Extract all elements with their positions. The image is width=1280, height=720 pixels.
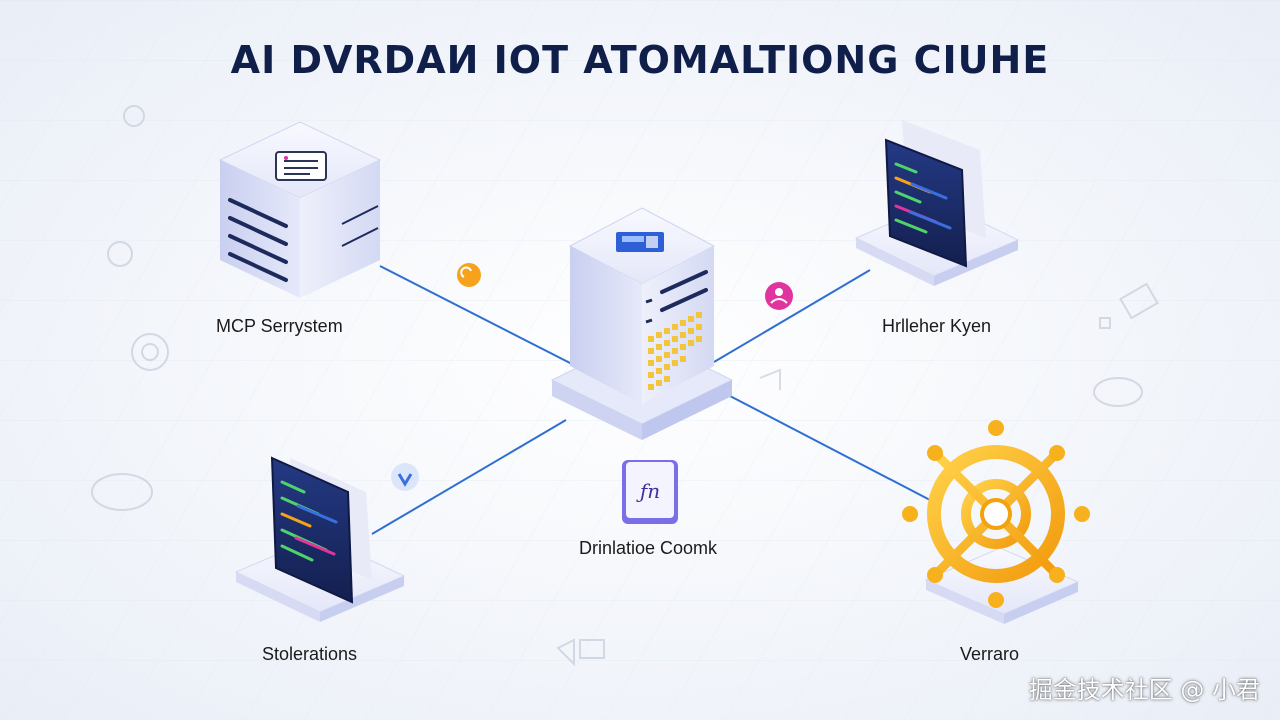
node-center-server (550, 207, 734, 440)
badge-blue (391, 463, 419, 491)
connector-bottom-right (729, 395, 931, 501)
label-top-right: Hrlleher Kyen (882, 316, 992, 336)
diagram-title: AI DVRDAИ IOT ATOMALTIONG CIUHE (230, 38, 1050, 82)
document-icon (275, 151, 327, 181)
node-top-left-server (218, 121, 382, 298)
connector-top-left (379, 265, 573, 365)
svg-text:ƒn: ƒn (636, 479, 660, 503)
label-top-left: MCP Serrystem (216, 316, 343, 336)
connector-top-right (713, 269, 871, 363)
node-bottom-left-monitor (234, 456, 406, 622)
decor-icons (91, 105, 1159, 667)
node-top-right-monitor (854, 120, 1020, 286)
label-bottom-left: Stolerations (262, 644, 358, 664)
badge-orange (457, 263, 481, 287)
connectors (371, 265, 931, 535)
connector-bottom-left (371, 419, 567, 535)
badge-magenta (765, 282, 793, 310)
watermark: 掘金技术社区 @ 小君 (1028, 676, 1260, 704)
label-center: Drinlatioe Coomk (579, 538, 718, 558)
label-bottom-right: Verraro (960, 644, 1020, 664)
center-app-icon: ƒn (622, 460, 678, 524)
center-led-grid (648, 312, 702, 390)
node-bottom-right-helm (902, 420, 1090, 624)
